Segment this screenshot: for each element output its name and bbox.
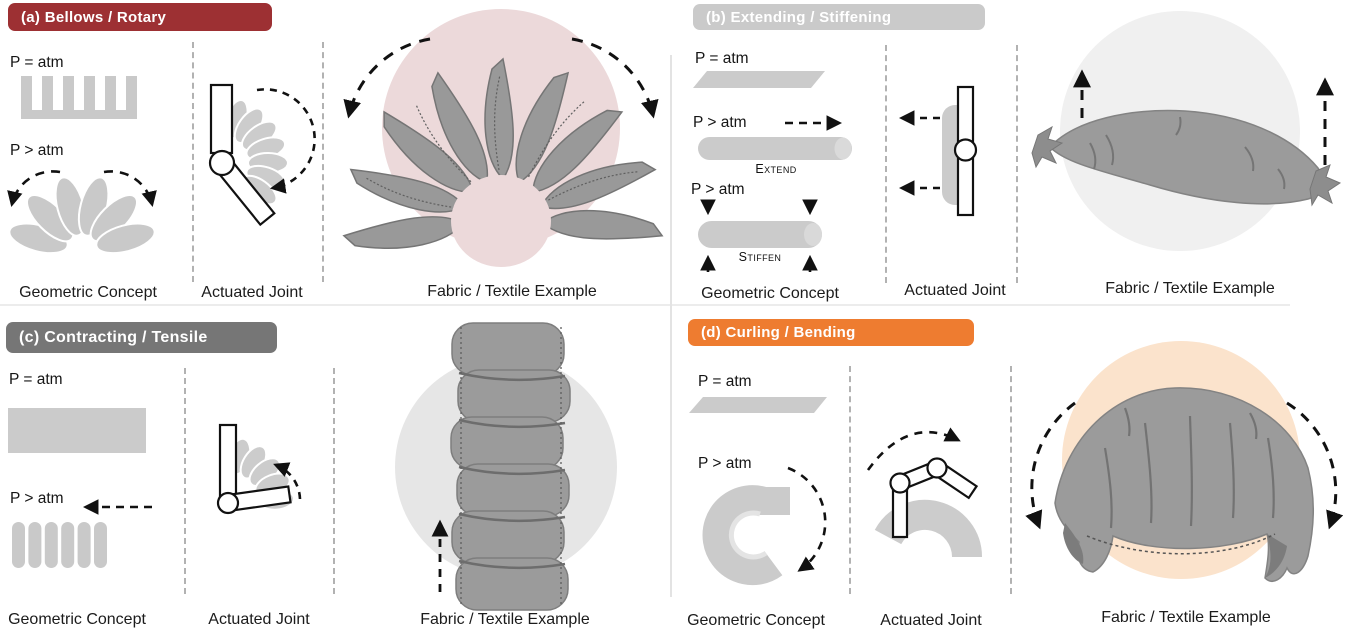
panel-b-pressure-extend-label: P > atm — [693, 114, 747, 131]
curled-fabric — [1054, 387, 1314, 582]
panel-b-caption-joint: Actuated Joint — [904, 282, 1006, 299]
flat-strip-diagram — [693, 71, 825, 88]
panel-c-title: (c) Contracting / Tensile — [19, 328, 208, 346]
panel-d-fabric-example — [1025, 341, 1344, 582]
contract-arrow — [82, 499, 152, 515]
panel-b-pressure-equal-label: P = atm — [695, 50, 749, 67]
push-arrows — [898, 110, 940, 196]
extended-cylinder-diagram — [698, 137, 852, 160]
fabric-wrinkles — [1103, 407, 1275, 529]
panel-d-header: (d) Curling / Bending — [688, 319, 974, 346]
fabric-wrinkles — [1089, 116, 1286, 190]
joint-pivot-1 — [889, 472, 911, 494]
panel-a-fabric-example — [342, 9, 664, 267]
column-divider — [849, 366, 851, 594]
joint-pivot — [208, 149, 236, 177]
panel-d-pressure-greater-label: P > atm — [698, 455, 752, 472]
segmented-tube-fabric — [450, 322, 571, 611]
extend-label: Extend — [755, 162, 797, 176]
rotation-arrow-left — [7, 170, 61, 208]
panel-a-caption-concept: Geometric Concept — [19, 284, 157, 301]
rotation-arrow — [273, 462, 302, 500]
rotation-arrow — [256, 88, 316, 194]
column-divider — [885, 45, 887, 283]
panel-a-pressure-greater-label: P > atm — [10, 142, 64, 159]
extend-arrow — [785, 115, 843, 131]
panel-a-actuated-joint-diagram — [208, 83, 316, 227]
rotation-arrow-left — [343, 37, 431, 119]
fan-petals — [8, 176, 156, 255]
column-divider — [1016, 45, 1018, 283]
fabric-creases — [458, 371, 566, 570]
column-divider — [192, 42, 194, 282]
curl-inner-lining — [728, 510, 768, 560]
tube-end-left — [1031, 125, 1064, 169]
panel-a-title: (a) Bellows / Rotary — [21, 8, 167, 26]
panel-d-title: (d) Curling / Bending — [701, 324, 856, 341]
fabric-fan-stitching — [364, 74, 640, 209]
panel-c-caption-concept: Geometric Concept — [8, 611, 146, 628]
panel-b-pressure-stiffen-label: P > atm — [691, 181, 745, 198]
panel-c-fabric-example — [395, 322, 617, 611]
stiffen-label: Stiffen — [738, 250, 782, 264]
stiffen-arrows — [700, 199, 818, 272]
panel-d-pressure-equal-label: P = atm — [698, 373, 752, 390]
bellows-inflated-fan-diagram — [7, 170, 157, 255]
flat-sheet-diagram — [8, 408, 146, 453]
panel-b-caption-fabric: Fabric / Textile Example — [1105, 280, 1275, 297]
curl-arrow — [787, 466, 827, 572]
column-divider — [322, 42, 324, 282]
rotation-arrow-right — [571, 37, 659, 119]
panel-c-pressure-equal-label: P = atm — [9, 371, 63, 388]
panel-c-pressure-greater-label: P > atm — [10, 490, 64, 507]
joint-pivot — [216, 491, 240, 515]
panel-a-caption-joint: Actuated Joint — [201, 284, 303, 301]
panel-divider-vertical — [670, 55, 672, 597]
lift-arrows — [1073, 69, 1334, 165]
panel-d-caption-concept: Geometric Concept — [687, 612, 825, 629]
bellows-flat-diagram — [21, 76, 137, 119]
panel-a-caption-fabric: Fabric / Textile Example — [427, 283, 597, 300]
curled-strip-diagram — [702, 466, 827, 586]
panel-c-header: (c) Contracting / Tensile — [6, 322, 277, 353]
joint-pivot — [953, 138, 978, 162]
panel-c-actuated-joint-diagram — [216, 423, 302, 515]
stitch-lines — [460, 327, 562, 605]
fabric-shadow-right — [1265, 534, 1287, 578]
panel-c-caption-fabric: Fabric / Textile Example — [420, 611, 590, 628]
column-divider — [333, 368, 335, 594]
panel-d-caption-fabric: Fabric / Textile Example — [1101, 609, 1271, 626]
rotation-arrow-right — [103, 170, 157, 208]
joint-pivot-2 — [926, 457, 948, 479]
panel-a-pressure-equal-label: P = atm — [10, 54, 64, 71]
fan-hub — [451, 175, 551, 267]
column-divider — [1010, 366, 1012, 594]
panel-a-header: (a) Bellows / Rotary — [8, 3, 272, 31]
panel-b-actuated-joint-diagram — [898, 85, 978, 217]
column-divider — [184, 368, 186, 594]
stiffened-cylinder-diagram — [698, 199, 822, 272]
panel-d-actuated-joint-diagram — [866, 427, 983, 558]
panel-b-caption-concept: Geometric Concept — [701, 285, 839, 302]
joint-link-fixed — [209, 83, 234, 155]
panel-b-title: (b) Extending / Stiffening — [706, 8, 892, 26]
row-divider — [0, 304, 1290, 306]
panel-d-caption-joint: Actuated Joint — [880, 612, 982, 629]
fabric-fan — [342, 57, 664, 249]
joint-link-1 — [891, 486, 909, 539]
fabric-shadow-left — [1063, 523, 1084, 564]
panel-b-fabric-example — [1031, 11, 1342, 251]
contracted-pleats-diagram — [12, 522, 107, 568]
panel-b-header: (b) Extending / Stiffening — [693, 4, 985, 30]
joint-link-fixed — [218, 423, 238, 503]
panel-c-caption-joint: Actuated Joint — [208, 611, 310, 628]
curl-arc — [702, 485, 783, 586]
bend-arrow — [866, 427, 961, 471]
tube-end-right — [1309, 164, 1342, 207]
flat-strip-diagram — [689, 397, 827, 413]
